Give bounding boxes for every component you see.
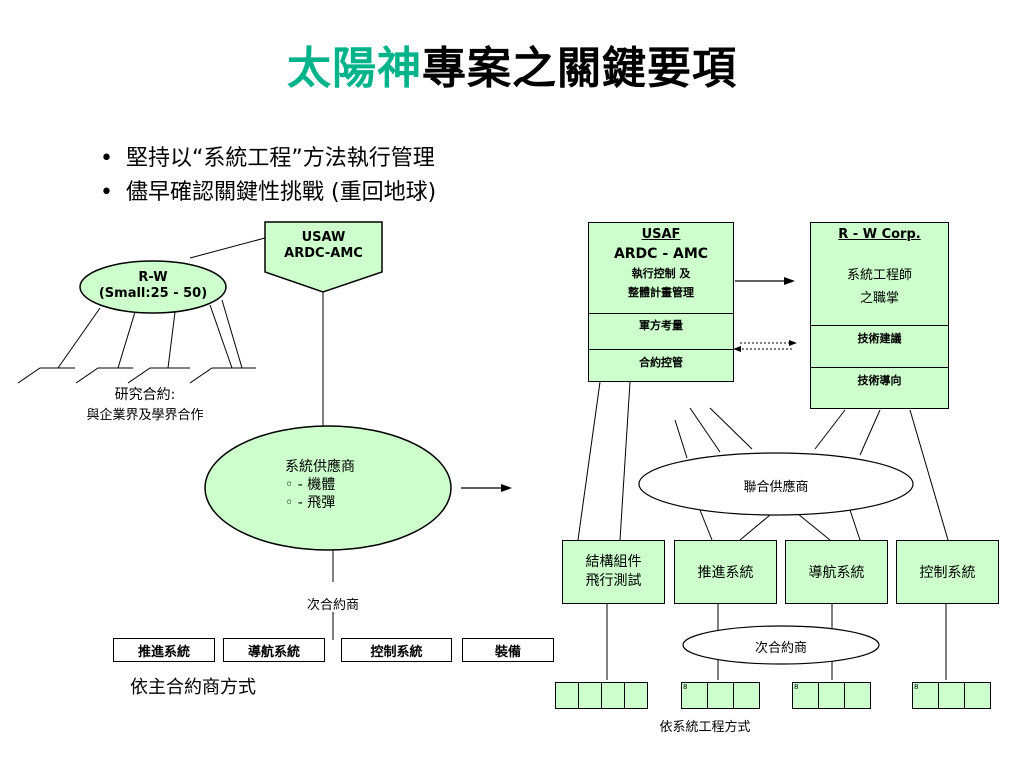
- rw-oval-label: R-W (Small:25 - 50): [80, 270, 226, 302]
- cell: [707, 682, 734, 709]
- system-box-navigation: 導航系統: [785, 540, 888, 604]
- cell-marker: 8: [914, 683, 919, 691]
- left-box-propulsion: 推進系統: [113, 638, 215, 662]
- rw-corp-line-3: 之職掌: [859, 291, 899, 306]
- rw-oval: [79, 260, 227, 314]
- rw-corp-technical-advice: 技術建議: [811, 325, 948, 367]
- right-footer: 依系統工程方式: [659, 720, 751, 735]
- left-footer: 依主合約商方式: [130, 677, 256, 698]
- rw-corp-line-2: 系統工程師: [846, 268, 912, 283]
- cell: [624, 682, 648, 709]
- supplier-line-1: 系統供應商: [285, 459, 355, 475]
- cell-group-navigation: 8: [792, 682, 871, 709]
- cell-marker: 8: [683, 683, 688, 691]
- bullet-item: 堅持以“系統工程”方法執行管理: [100, 142, 436, 176]
- cell: 8: [681, 682, 708, 709]
- cell-group-propulsion: 8: [681, 682, 760, 709]
- usaf-military-consideration: 軍方考量: [589, 313, 733, 349]
- usaw-line-2: ARDC-AMC: [284, 246, 363, 261]
- cell-group-structure: [555, 682, 648, 709]
- usaf-box: USAF ARDC - AMC 執行控制 及 整體計畫管理 軍方考量 合約控管: [588, 222, 734, 382]
- system-box-control: 控制系統: [896, 540, 999, 604]
- cell: [555, 682, 579, 709]
- usaw-label: USAW ARDC-AMC: [265, 230, 382, 262]
- usaw-pentagon: [264, 221, 383, 293]
- research-line-2: 與企業界及學界合作: [86, 408, 204, 423]
- bullet-list: 堅持以“系統工程”方法執行管理 儘早確認關鍵性挑戰 (重回地球): [100, 142, 436, 210]
- left-box-equipment: 裝備: [462, 638, 554, 662]
- left-box-navigation: 導航系統: [223, 638, 325, 662]
- page-title: 太陽神專案之關鍵要項: [0, 32, 1024, 96]
- system-box-structure-test: 結構組件 飛行測試: [562, 540, 665, 604]
- right-subcontractor-label: 次合約商: [754, 641, 807, 656]
- left-box-control: 控制系統: [341, 638, 452, 662]
- title-rest: 專案之關鍵要項: [422, 43, 737, 94]
- supplier-oval-label: 系統供應商 ◦ - 機體 ◦ - 飛彈: [285, 458, 405, 512]
- subcontractor-oval: [682, 625, 880, 665]
- rw-corp-title: R - W Corp.: [838, 227, 921, 242]
- left-subcontractor-label: 次合約商: [306, 598, 359, 613]
- supplier-oval: [204, 425, 452, 551]
- supplier-line-3: ◦ - 飛彈: [285, 495, 336, 511]
- usaw-line-1: USAW: [301, 230, 346, 245]
- cell-group-control: 8: [912, 682, 991, 709]
- bullet-item: 儘早確認關鍵性挑戰 (重回地球): [100, 176, 436, 210]
- title-accent: 太陽神: [287, 43, 422, 94]
- cell: [964, 682, 991, 709]
- rw-line-1: R-W: [138, 270, 168, 285]
- joint-supplier-oval: [638, 452, 914, 516]
- cell-marker: 8: [794, 683, 799, 691]
- joint-supplier-label: 聯合供應商: [743, 480, 809, 495]
- cell: [938, 682, 965, 709]
- research-contract: 研究合約: 與企業界及學界合作: [60, 384, 230, 423]
- rw-line-2: (Small:25 - 50): [98, 286, 208, 301]
- cell: [818, 682, 845, 709]
- system-box-propulsion: 推進系統: [674, 540, 777, 604]
- usaf-contract-control: 合約控管: [589, 349, 733, 370]
- rw-corp-technical-direction: 技術導向: [811, 367, 948, 388]
- usaf-line-2: ARDC - AMC: [613, 246, 709, 262]
- cell: [578, 682, 602, 709]
- supplier-line-2: ◦ - 機體: [285, 477, 336, 493]
- research-line-1: 研究合約:: [114, 387, 176, 403]
- cell: [844, 682, 871, 709]
- rw-corp-box: R - W Corp. 系統工程師 之職掌 技術建議 技術導向: [810, 222, 949, 409]
- cell: 8: [792, 682, 819, 709]
- cell: 8: [912, 682, 939, 709]
- cell: [601, 682, 625, 709]
- usaf-line-3: 執行控制 及: [631, 267, 691, 280]
- usaf-line-4: 整體計畫管理: [628, 286, 694, 299]
- usaf-title: USAF: [641, 227, 681, 242]
- cell: [733, 682, 760, 709]
